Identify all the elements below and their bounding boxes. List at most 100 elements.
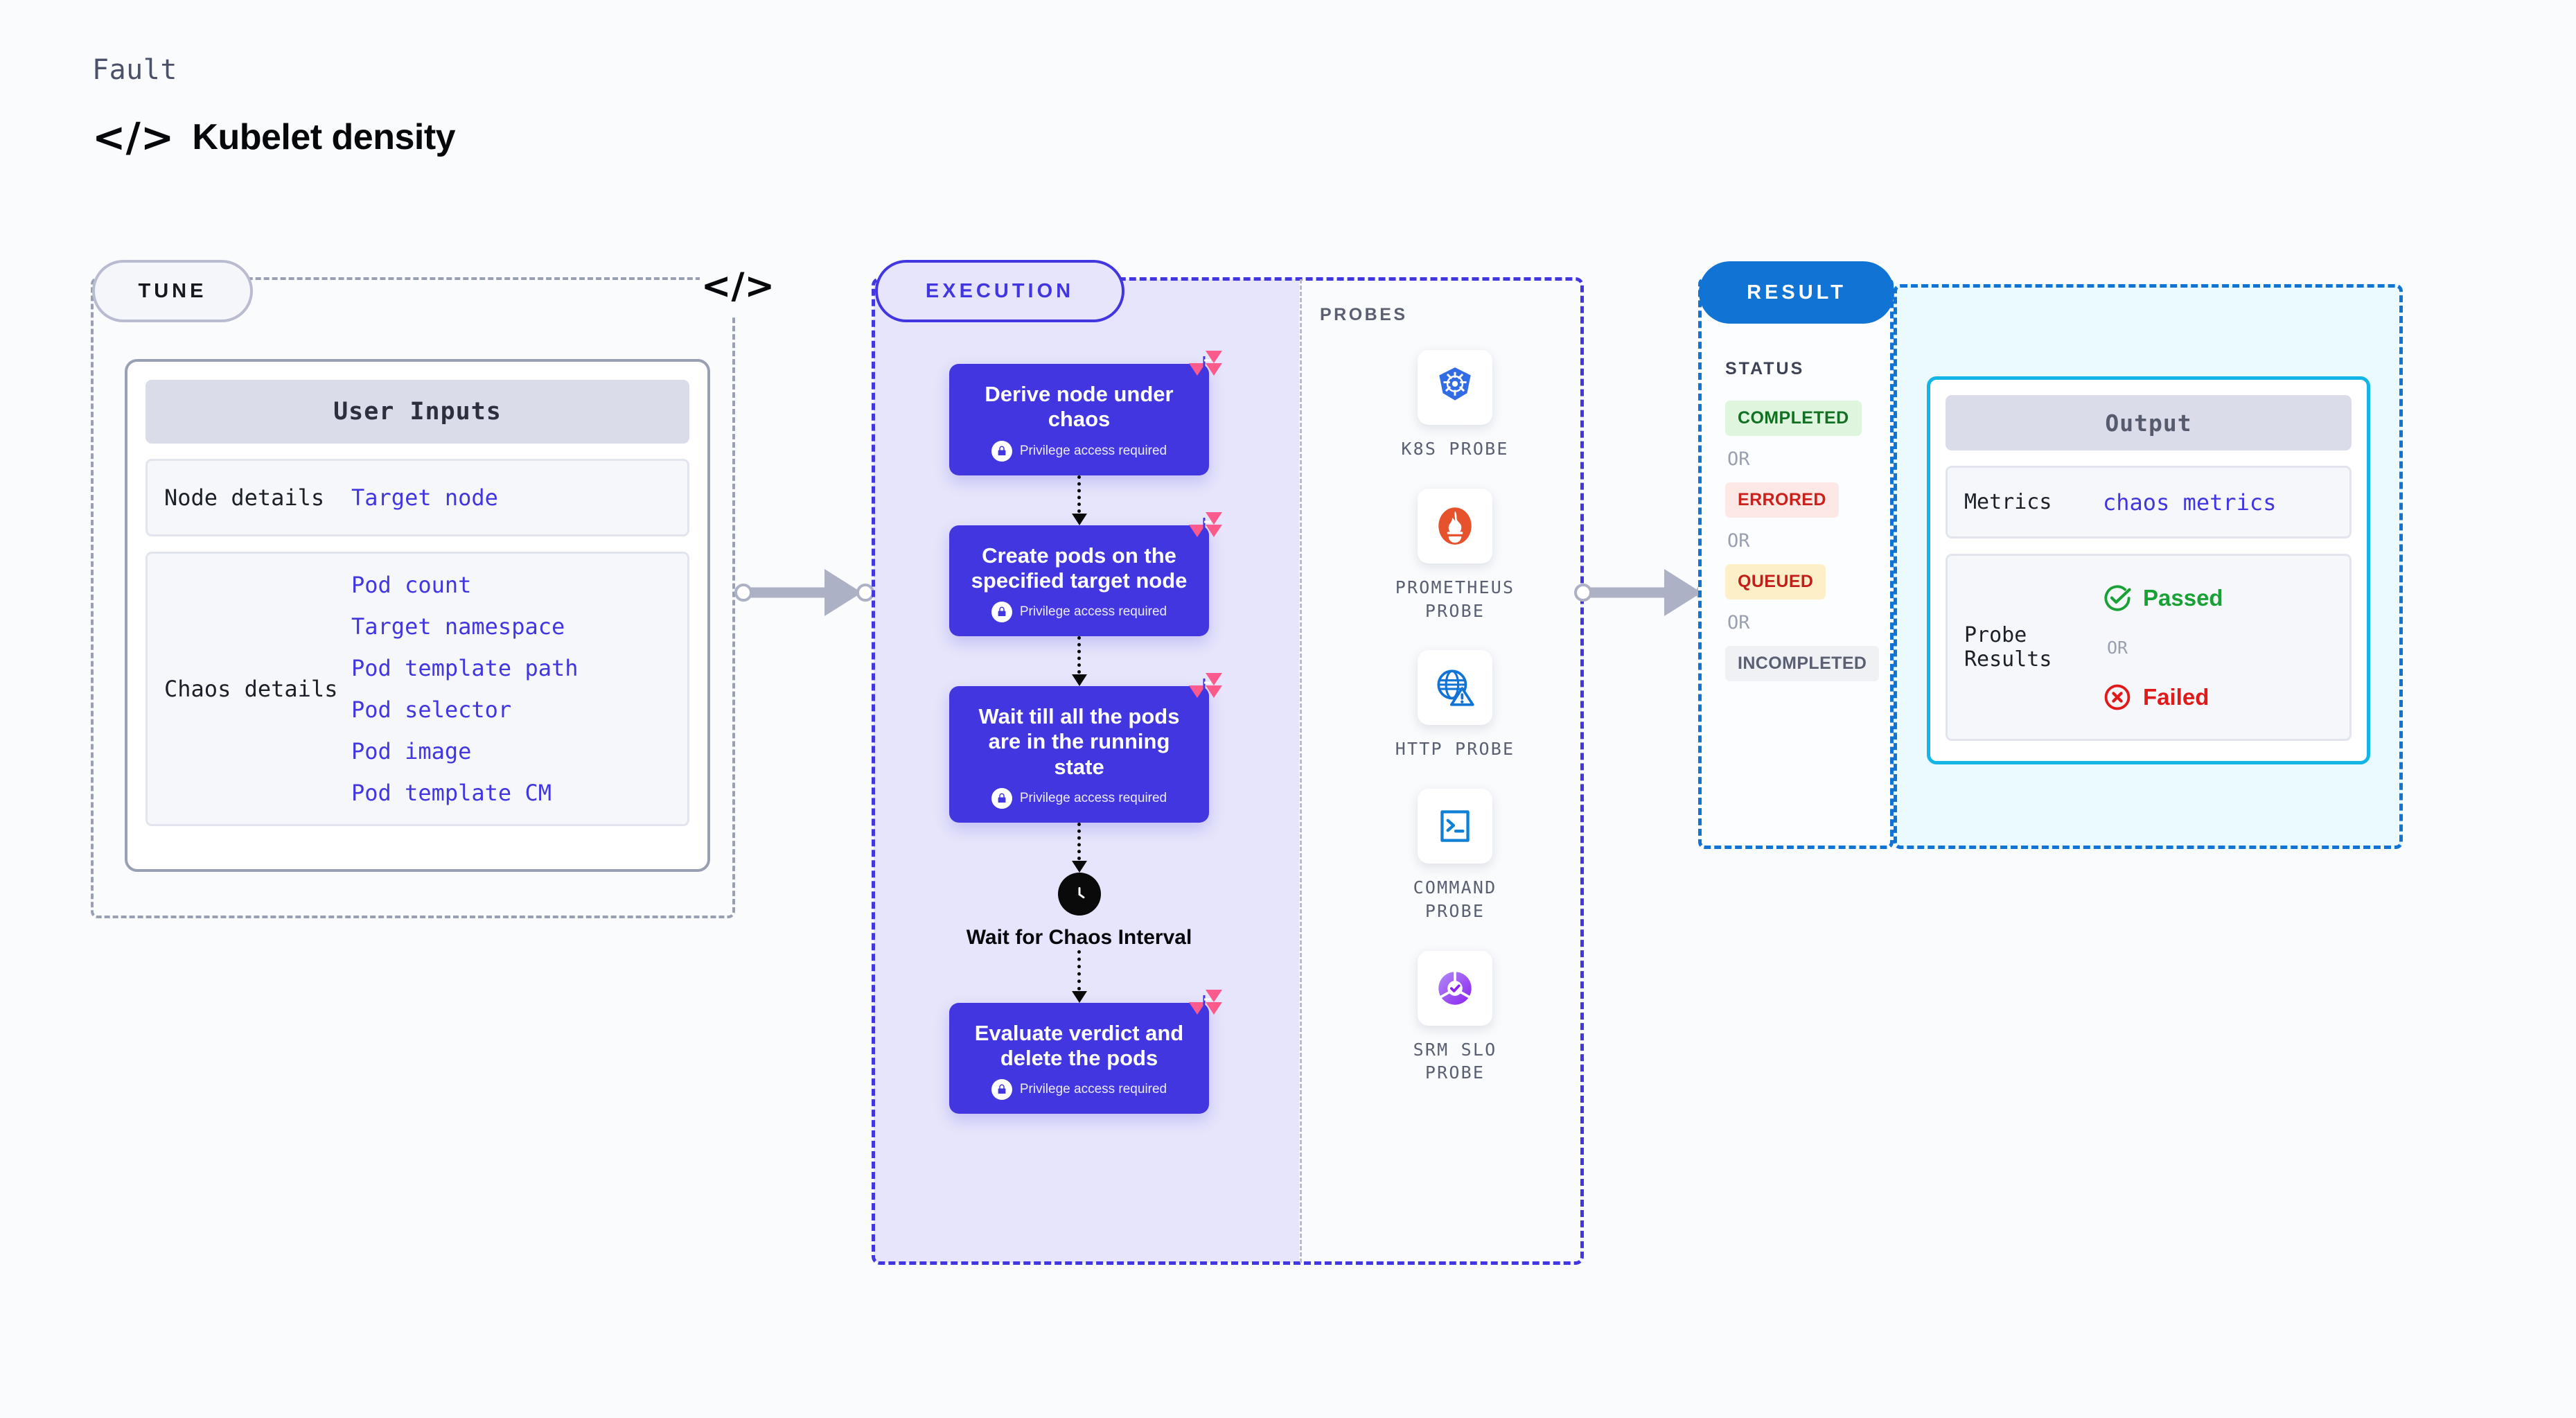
probe-prometheus[interactable]: PROMETHEUS PROBE bbox=[1379, 488, 1531, 623]
wait-for-chaos-interval: Wait for Chaos Interval bbox=[949, 872, 1209, 950]
lock-icon bbox=[991, 602, 1012, 623]
step-title: Wait till all the pods are in the runnin… bbox=[978, 704, 1180, 779]
code-icon-on-border: </> bbox=[700, 255, 776, 317]
check-circle-icon bbox=[2104, 585, 2131, 611]
row-values: chaos metrics bbox=[2103, 489, 2276, 516]
verdict-passed-text: Passed bbox=[2143, 584, 2223, 611]
probe-tile bbox=[1418, 950, 1492, 1026]
probe-name: K8S PROBE bbox=[1401, 439, 1509, 459]
result-status-boundary bbox=[1698, 277, 1894, 849]
status-label: STATUS bbox=[1725, 359, 1805, 378]
user-inputs-card: User Inputs Node details Target node Cha… bbox=[125, 359, 710, 872]
execution-step-derive-node[interactable]: Derive node under chaos Privilege access… bbox=[949, 351, 1222, 475]
metrics-value[interactable]: chaos metrics bbox=[2103, 489, 2277, 516]
input-pod-template-path[interactable]: Pod template path bbox=[351, 655, 579, 681]
row-label: Metrics bbox=[1964, 490, 2052, 514]
output-row-probe-results: Probe Results Passed OR Failed bbox=[1946, 554, 2352, 741]
probe-k8s[interactable]: K8S PROBE bbox=[1379, 350, 1531, 461]
output-card: Output Metrics chaos metrics Probe Resul… bbox=[1927, 376, 2370, 764]
chaos-corner-icon bbox=[1189, 989, 1222, 1015]
page-eyebrow: Fault bbox=[92, 54, 177, 86]
probe-http[interactable]: HTTP PROBE bbox=[1379, 650, 1531, 761]
row-values: Target node bbox=[351, 484, 498, 511]
row-values: Passed OR Failed bbox=[2103, 584, 2223, 712]
kubernetes-helm-icon bbox=[1439, 367, 1471, 401]
arrow-shaft bbox=[1582, 587, 1673, 598]
connector-arrowhead bbox=[1071, 990, 1087, 1003]
step-connector bbox=[949, 822, 1209, 873]
probe-tile bbox=[1418, 350, 1492, 425]
execution-step-create-pods[interactable]: Create pods on the specified target node… bbox=[949, 511, 1222, 637]
prometheus-flame-icon bbox=[1438, 507, 1472, 545]
probe-name: HTTP PROBE bbox=[1395, 739, 1515, 760]
input-pod-image[interactable]: Pod image bbox=[351, 738, 472, 764]
connector-arrowhead bbox=[1071, 674, 1087, 687]
arrow-shaft bbox=[743, 587, 833, 598]
step-connector bbox=[949, 475, 1209, 525]
execution-step-evaluate-verdict[interactable]: Evaluate verdict and delete the pods Pri… bbox=[949, 989, 1222, 1114]
execution-step-wait-running[interactable]: Wait till all the pods are in the runnin… bbox=[949, 673, 1222, 823]
input-pod-selector[interactable]: Pod selector bbox=[351, 697, 512, 723]
status-badge-completed: COMPLETED bbox=[1725, 401, 1862, 436]
arrow-head bbox=[1664, 569, 1702, 616]
connector-line bbox=[1077, 822, 1081, 860]
input-pod-template-cm[interactable]: Pod template CM bbox=[351, 780, 552, 806]
step-privilege-note: Privilege access required bbox=[964, 787, 1194, 809]
tune-panel-boundary bbox=[91, 277, 735, 918]
row-label: Probe Results bbox=[1964, 623, 2052, 672]
execution-badge[interactable]: EXECUTION bbox=[875, 260, 1124, 322]
connector-line bbox=[1077, 636, 1081, 674]
step-title: Evaluate verdict and delete the pods bbox=[974, 1020, 1184, 1071]
chaos-corner-icon bbox=[1189, 673, 1222, 699]
clock-icon bbox=[1057, 872, 1101, 916]
step-connector bbox=[949, 949, 1209, 1003]
lock-icon bbox=[991, 1079, 1012, 1101]
privilege-text: Privilege access required bbox=[1019, 604, 1167, 620]
step-privilege-note: Privilege access required bbox=[964, 440, 1194, 462]
arrow-execution-to-result bbox=[1574, 561, 1714, 624]
status-badge-incompleted: INCOMPLETED bbox=[1725, 646, 1880, 681]
probe-name: COMMAND PROBE bbox=[1413, 877, 1497, 921]
output-title: Output bbox=[1946, 395, 2352, 450]
probe-srm-slo[interactable]: SRM SLO PROBE bbox=[1379, 950, 1531, 1085]
chaos-corner-icon bbox=[1189, 511, 1222, 537]
status-or-1: OR bbox=[1727, 448, 1750, 470]
input-pod-count[interactable]: Pod count bbox=[351, 572, 472, 598]
probe-command[interactable]: COMMAND PROBE bbox=[1379, 789, 1531, 923]
execution-panel-boundary bbox=[872, 277, 1584, 1265]
connector-arrowhead bbox=[1071, 860, 1087, 873]
arrow-start-dot bbox=[1574, 584, 1592, 602]
step-connector bbox=[949, 636, 1209, 687]
probe-name: PROMETHEUS PROBE bbox=[1395, 577, 1515, 621]
chaos-corner-icon bbox=[1189, 351, 1222, 376]
input-target-node[interactable]: Target node bbox=[351, 484, 498, 511]
execution-step-list: Derive node under chaos Privilege access… bbox=[949, 351, 1222, 1114]
step-privilege-note: Privilege access required bbox=[964, 602, 1194, 623]
verdict-failed-text: Failed bbox=[2143, 683, 2209, 710]
status-badge-queued: QUEUED bbox=[1725, 564, 1826, 599]
verdict-passed: Passed bbox=[2103, 584, 2223, 613]
step-privilege-note: Privilege access required bbox=[964, 1079, 1194, 1101]
tune-badge[interactable]: TUNE bbox=[92, 260, 253, 322]
step-title: Derive node under chaos bbox=[985, 382, 1174, 432]
tune-row-node-details: Node details Target node bbox=[145, 459, 689, 536]
result-badge[interactable]: RESULT bbox=[1699, 261, 1894, 324]
input-target-namespace[interactable]: Target namespace bbox=[351, 613, 565, 640]
verdict-failed: Failed bbox=[2103, 683, 2223, 712]
status-or-3: OR bbox=[1727, 612, 1750, 633]
tune-row-chaos-details: Chaos details Pod count Target namespace… bbox=[145, 552, 689, 826]
output-row-metrics: Metrics chaos metrics bbox=[1946, 466, 2352, 539]
connector-line bbox=[1077, 475, 1081, 513]
x-circle-icon bbox=[2104, 684, 2131, 710]
user-inputs-title: User Inputs bbox=[145, 380, 689, 444]
status-options-list: COMPLETED OR ERRORED OR QUEUED OR INCOMP… bbox=[1725, 401, 1885, 681]
privilege-text: Privilege access required bbox=[1019, 443, 1167, 458]
probe-name: SRM SLO PROBE bbox=[1413, 1039, 1497, 1083]
row-label: Chaos details bbox=[164, 676, 338, 702]
lock-icon bbox=[991, 787, 1012, 809]
slo-donut-check-icon bbox=[1438, 970, 1472, 1005]
verdict-or: OR bbox=[2107, 637, 2128, 658]
arrow-start-dot bbox=[734, 584, 752, 602]
privilege-text: Privilege access required bbox=[1019, 1082, 1167, 1097]
